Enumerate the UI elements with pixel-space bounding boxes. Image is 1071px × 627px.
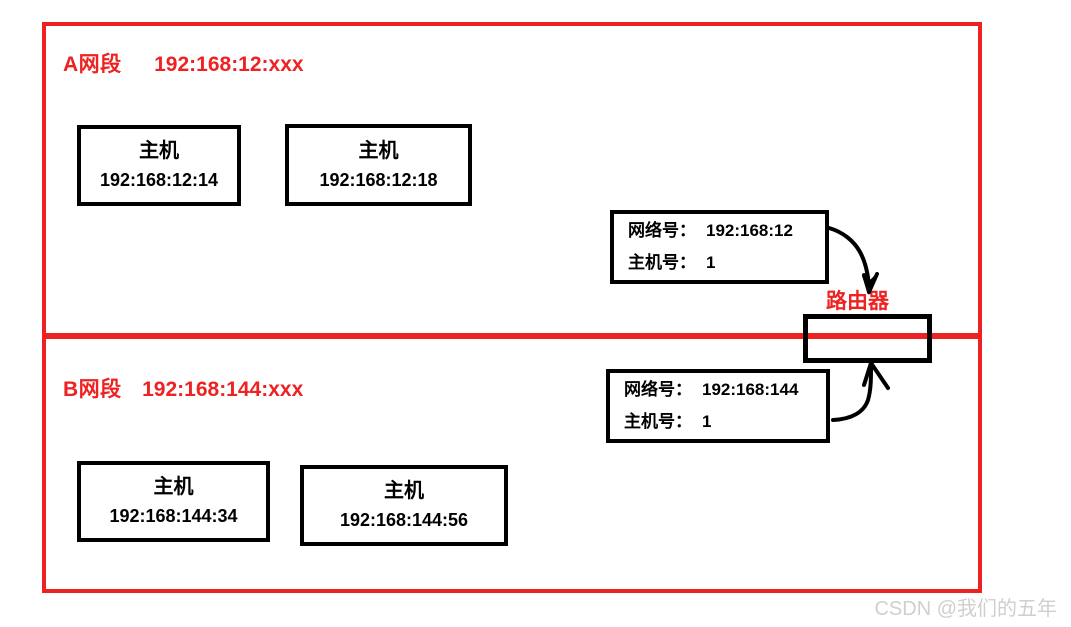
segment-divider-line — [42, 333, 982, 339]
host-box: 主机 192:168:12:18 — [285, 124, 472, 206]
host-title: 主机 — [139, 140, 179, 163]
segment-b-cidr: 192:168:144:xxx — [142, 378, 304, 401]
network-number-label: 网络号： — [628, 220, 696, 240]
router-label: 路由器 — [826, 290, 889, 313]
network-number-value: 192:168:12 — [706, 220, 793, 240]
host-number-row: 主机号： 1 — [628, 247, 811, 279]
network-number-row: 网络号： 192:168:144 — [624, 374, 812, 406]
segment-frame-a — [42, 22, 982, 338]
host-title: 主机 — [358, 139, 399, 162]
segment-a-title: A网段 192:168:12:xxx — [63, 48, 304, 78]
host-number-value: 1 — [706, 253, 716, 272]
host-title: 主机 — [153, 476, 194, 499]
host-ip: 192:168:144:56 — [339, 510, 469, 531]
host-box: 主机 192:168:144:56 — [300, 465, 508, 546]
network-number-row: 网络号： 192:168:12 — [628, 215, 811, 247]
router-box — [803, 314, 932, 363]
network-number-value: 192:168:144 — [702, 379, 799, 399]
address-info-box-a: 网络号： 192:168:12 主机号： 1 — [610, 210, 829, 284]
host-number-value: 1 — [702, 412, 712, 431]
host-title: 主机 — [384, 480, 424, 503]
address-info-box-b: 网络号： 192:168:144 主机号： 1 — [606, 369, 830, 443]
segment-b-name: B网段 — [63, 378, 122, 401]
host-number-label: 主机号： — [624, 412, 692, 431]
host-box: 主机 192:168:144:34 — [77, 461, 270, 542]
segment-b-title: B网段 192:168:144:xxx — [63, 373, 303, 403]
segment-a-name: A网段 — [63, 53, 122, 76]
host-ip: 192:168:12:14 — [99, 170, 219, 191]
network-number-label: 网络号： — [624, 379, 692, 399]
host-number-row: 主机号： 1 — [624, 406, 812, 438]
csdn-watermark: CSDN @我们的五年 — [874, 598, 1057, 620]
host-ip: 192:168:12:18 — [319, 169, 438, 190]
host-box: 主机 192:168:12:14 — [77, 125, 241, 206]
host-number-label: 主机号： — [628, 253, 696, 272]
segment-a-cidr: 192:168:12:xxx — [154, 53, 304, 76]
host-ip: 192:168:144:34 — [109, 506, 238, 527]
